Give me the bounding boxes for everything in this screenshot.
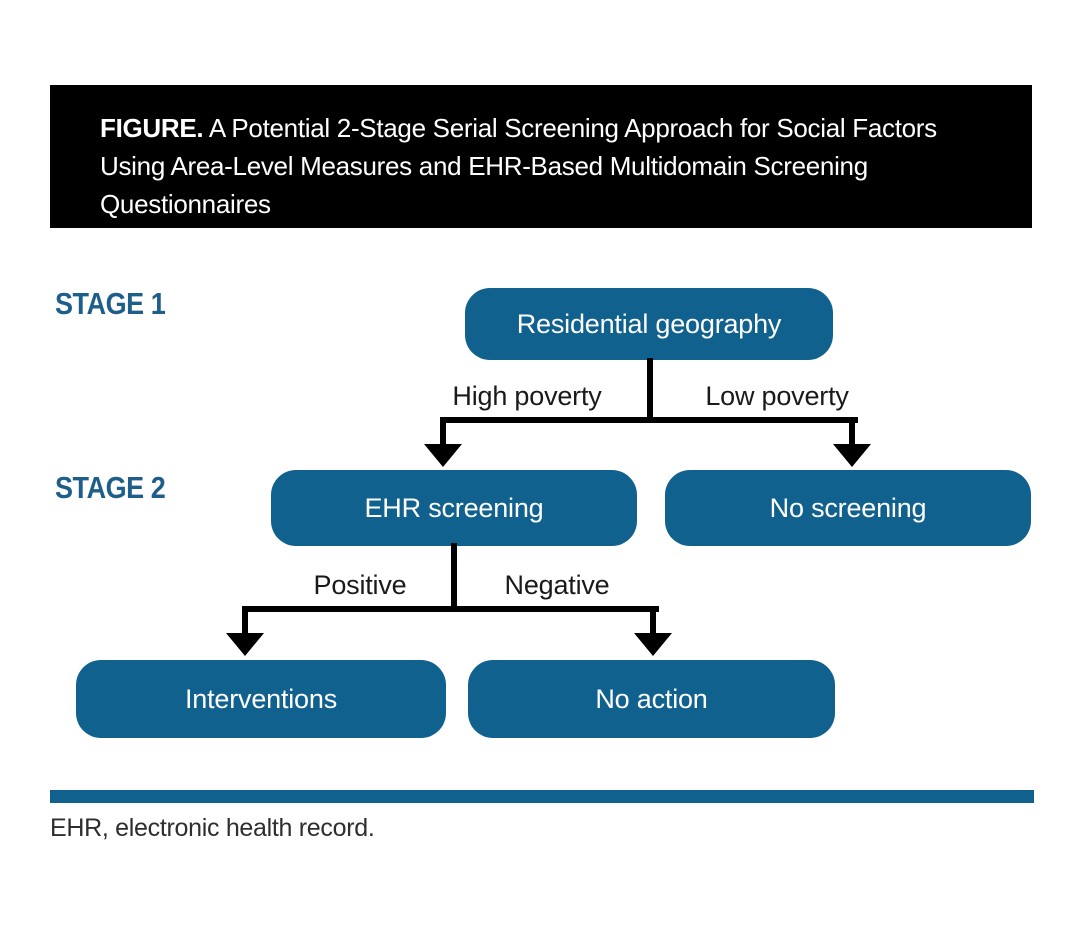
edge-label-negative: Negative bbox=[504, 570, 610, 600]
figure-footnote: EHR, electronic health record. bbox=[50, 814, 375, 842]
edge-label-low-poverty: Low poverty bbox=[705, 381, 849, 411]
figure-title-label: FIGURE. bbox=[100, 113, 204, 143]
node-no-action: No action bbox=[468, 660, 835, 738]
divider-rule bbox=[50, 790, 1034, 803]
branch2-left-drop-line bbox=[242, 606, 248, 635]
stage-1-label: STAGE 1 bbox=[55, 286, 166, 321]
arrow-down-icon bbox=[424, 444, 462, 467]
arrow-down-icon bbox=[634, 633, 672, 656]
edge-label-high-poverty: High poverty bbox=[452, 381, 602, 411]
arrow-down-icon bbox=[226, 633, 264, 656]
node-residential-geography: Residential geography bbox=[465, 288, 833, 360]
branch1-horizontal-line bbox=[440, 417, 858, 423]
node-no-screening: No screening bbox=[665, 470, 1031, 546]
stage-2-label: STAGE 2 bbox=[55, 470, 166, 505]
branch2-right-drop-line bbox=[650, 606, 656, 635]
figure-title-banner: FIGURE. A Potential 2-Stage Serial Scree… bbox=[50, 85, 1032, 228]
edge-label-positive: Positive bbox=[313, 570, 407, 600]
branch2-stem-line bbox=[451, 543, 457, 612]
node-interventions: Interventions bbox=[76, 660, 446, 738]
branch1-right-drop-line bbox=[849, 417, 855, 447]
node-ehr-screening: EHR screening bbox=[271, 470, 637, 546]
branch1-left-drop-line bbox=[440, 417, 446, 447]
branch2-horizontal-line bbox=[242, 606, 659, 612]
arrow-down-icon bbox=[833, 444, 871, 467]
branch1-stem-line bbox=[647, 358, 653, 423]
figure-title-text: A Potential 2-Stage Serial Screening App… bbox=[100, 113, 937, 219]
